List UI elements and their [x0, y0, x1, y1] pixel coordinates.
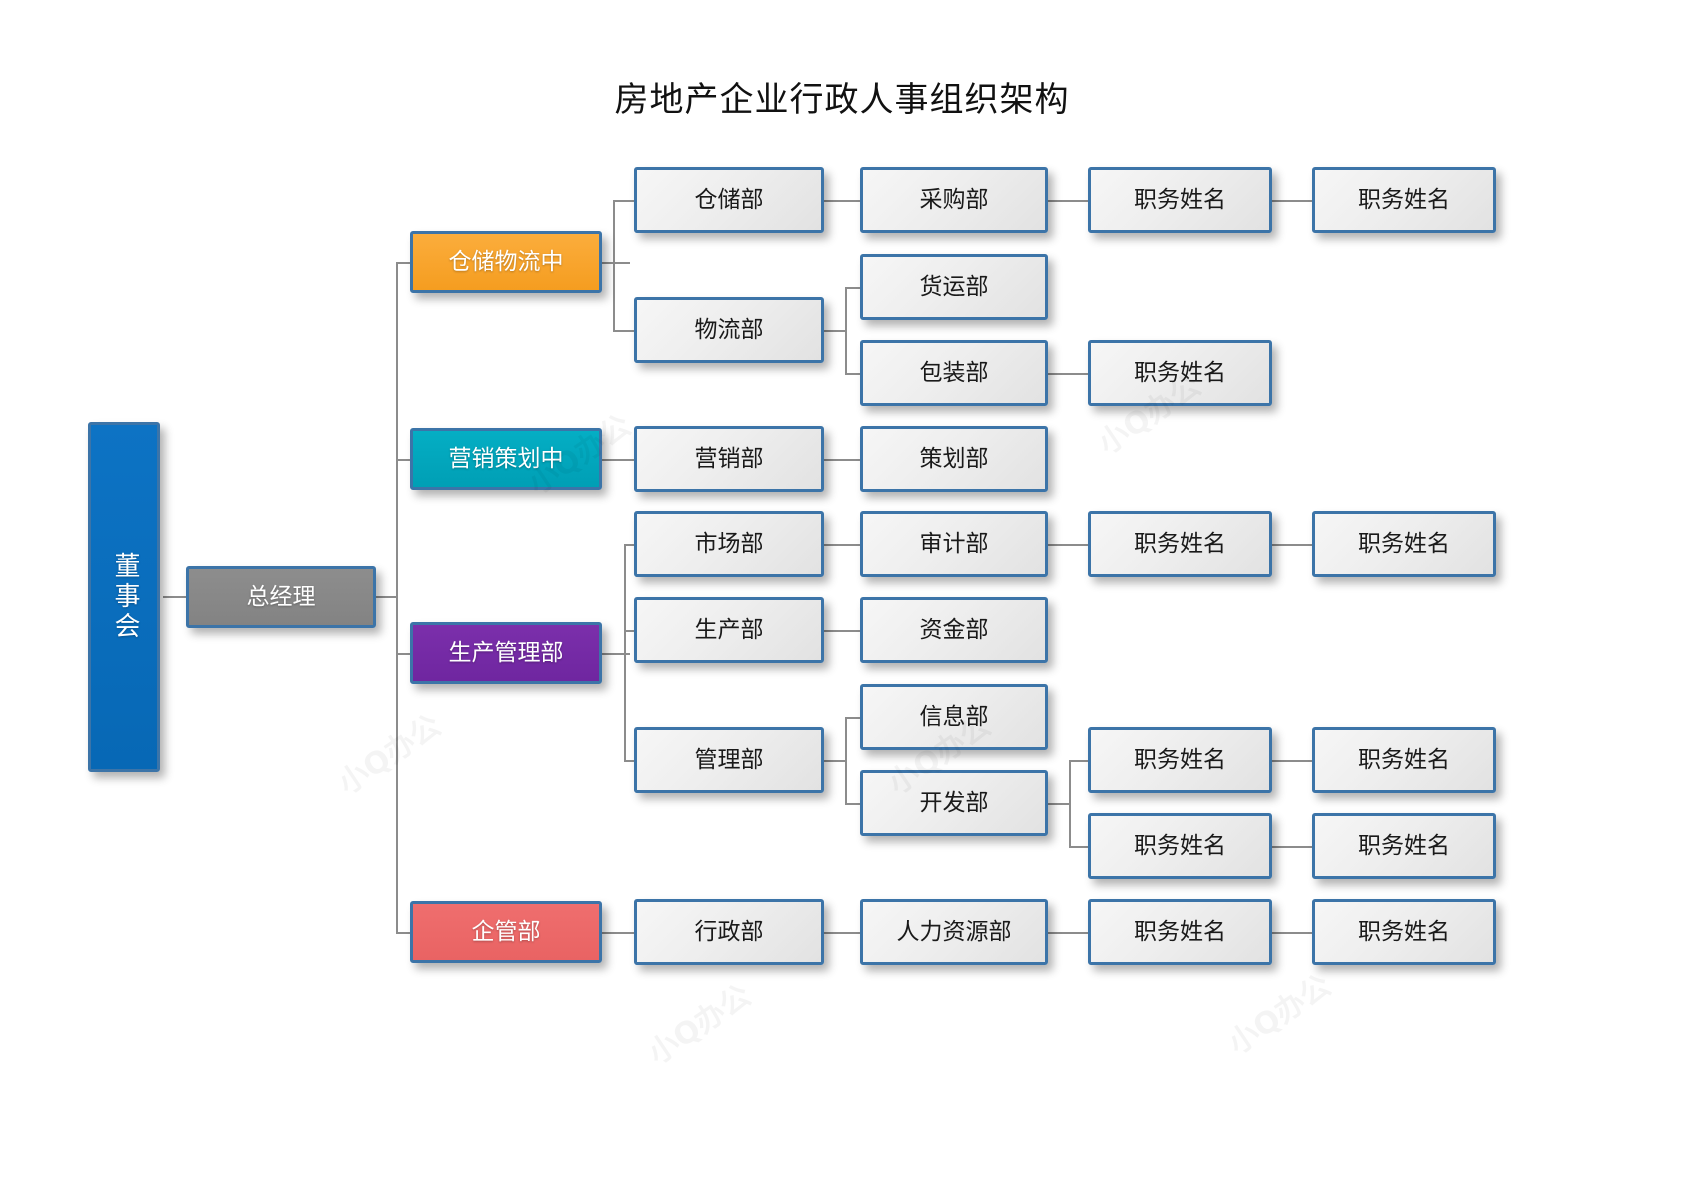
connector-l4-3-l5-2	[1048, 373, 1088, 375]
node-position-name[interactable]: 职务姓名	[1312, 813, 1496, 879]
node-center-production[interactable]: 生产管理部	[410, 622, 602, 684]
connector-trunk-marketing	[396, 459, 412, 461]
connector-l3-4-l4-5	[824, 544, 860, 546]
connector-l3-7-l4-9	[824, 932, 860, 934]
connector-l4-9-l5-6	[1048, 932, 1088, 934]
node-position-name[interactable]: 职务姓名	[1088, 727, 1272, 793]
connector-production-l3-4	[624, 544, 635, 546]
connector-warehouse-l3-2	[613, 330, 635, 332]
node-management-dept[interactable]: 管理部	[634, 727, 824, 793]
node-position-name[interactable]: 职务姓名	[1088, 340, 1272, 406]
connector-l4-5-l5-3	[1048, 544, 1088, 546]
connector-l3-6-l4-8	[845, 803, 860, 805]
node-position-name[interactable]: 职务姓名	[1312, 899, 1496, 965]
node-sales-dept[interactable]: 营销部	[634, 426, 824, 492]
watermark: 小Q办公	[328, 701, 448, 802]
watermark: 小Q办公	[1218, 961, 1338, 1062]
connector-l3-2-bus	[824, 330, 846, 332]
connector-l4-8-l5-5	[1069, 846, 1088, 848]
node-center-enterprise[interactable]: 企管部	[410, 901, 602, 963]
connector-warehouse-bus	[600, 262, 630, 264]
node-general-manager[interactable]: 总经理	[186, 566, 376, 628]
connector-l3-3-l4-4	[824, 459, 860, 461]
connector-l3-6-l4-7	[845, 717, 860, 719]
node-market-dept[interactable]: 市场部	[634, 511, 824, 577]
connector-production-l3-6	[624, 760, 635, 762]
node-position-name[interactable]: 职务姓名	[1312, 727, 1496, 793]
node-position-name[interactable]: 职务姓名	[1312, 511, 1496, 577]
page-title: 房地产企业行政人事组织架构	[614, 80, 1070, 120]
connector-l5-4-l6-3	[1272, 760, 1312, 762]
watermark: 小Q办公	[638, 971, 758, 1072]
connector-enterprise-l3-7	[600, 932, 634, 934]
node-hr-dept[interactable]: 人力资源部	[860, 899, 1048, 965]
connector-l3-2-l4-2	[845, 287, 860, 289]
node-center-warehouse[interactable]: 仓储物流中	[410, 231, 602, 293]
node-position-name[interactable]: 职务姓名	[1088, 813, 1272, 879]
connector-production-bus	[600, 653, 630, 655]
node-position-name[interactable]: 职务姓名	[1088, 899, 1272, 965]
connector-l3-5-l4-6	[824, 630, 860, 632]
connector-l5-1-l6-1	[1272, 200, 1312, 202]
node-logistics-dept[interactable]: 物流部	[634, 297, 824, 363]
connector-l5-3-l6-2	[1272, 544, 1312, 546]
connector-l3-6-bus-v	[845, 717, 847, 803]
connector-l3-2-bus-v	[845, 287, 847, 373]
node-purchasing-dept[interactable]: 采购部	[860, 167, 1048, 233]
node-administration-dept[interactable]: 行政部	[634, 899, 824, 965]
connector-warehouse-l3-1	[613, 200, 635, 202]
connector-trunk	[396, 262, 398, 934]
connector-trunk-enterprise	[396, 932, 412, 934]
connector-l4-8-bus-v	[1069, 760, 1071, 846]
node-planning-dept[interactable]: 策划部	[860, 426, 1048, 492]
node-board[interactable]: 董事会	[88, 422, 160, 772]
connector-l3-1-l4-1	[824, 200, 860, 202]
connector-gm-trunk	[374, 596, 398, 598]
connector-l4-1-l5-1	[1048, 200, 1088, 202]
connector-board-gm	[163, 596, 186, 598]
connector-l4-8-bus	[1048, 803, 1070, 805]
connector-l5-5-l6-4	[1272, 846, 1312, 848]
node-information-dept[interactable]: 信息部	[860, 684, 1048, 750]
connector-trunk-production	[396, 653, 412, 655]
connector-l4-8-l5-4	[1069, 760, 1088, 762]
node-development-dept[interactable]: 开发部	[860, 770, 1048, 836]
connector-production-l3-5	[624, 630, 635, 632]
node-position-name[interactable]: 职务姓名	[1088, 511, 1272, 577]
connector-warehouse-bus-v	[613, 200, 615, 330]
node-funds-dept[interactable]: 资金部	[860, 597, 1048, 663]
node-warehouse-dept[interactable]: 仓储部	[634, 167, 824, 233]
node-freight-dept[interactable]: 货运部	[860, 254, 1048, 320]
connector-l3-2-l4-3	[845, 373, 860, 375]
connector-production-bus-v	[624, 544, 626, 760]
connector-trunk-warehouse	[396, 262, 412, 264]
node-center-marketing[interactable]: 营销策划中	[410, 428, 602, 490]
node-packaging-dept[interactable]: 包装部	[860, 340, 1048, 406]
node-position-name[interactable]: 职务姓名	[1088, 167, 1272, 233]
connector-marketing-l3-3	[600, 459, 634, 461]
node-production-dept[interactable]: 生产部	[634, 597, 824, 663]
connector-l5-6-l6-5	[1272, 932, 1312, 934]
connector-l3-6-bus	[824, 760, 846, 762]
node-position-name[interactable]: 职务姓名	[1312, 167, 1496, 233]
node-audit-dept[interactable]: 审计部	[860, 511, 1048, 577]
